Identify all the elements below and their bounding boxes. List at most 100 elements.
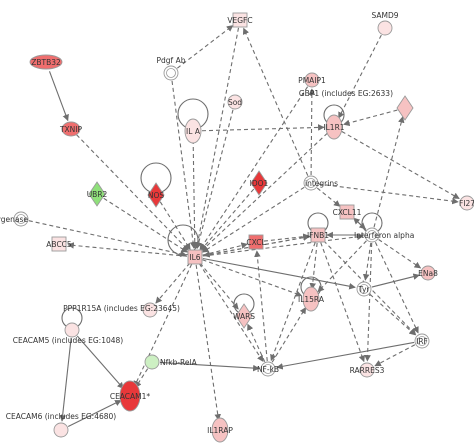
node-shape-il15ra <box>302 286 320 312</box>
edge-integrin-to-il6 <box>202 186 305 253</box>
edge-il6-to-tyr <box>202 257 356 290</box>
node-inner-ring-cycloox <box>16 214 26 224</box>
node-samd9[interactable]: SAMD9 <box>371 11 399 36</box>
edge-zbtb32-to-txnip <box>48 71 69 122</box>
edge-samd9-to-il1r1 <box>338 34 382 119</box>
node-integrin[interactable]: integrins <box>303 175 338 191</box>
edge-integrin-to-pmaip1 <box>308 88 316 176</box>
edge-ifnalpha-to-gbp1 <box>373 116 405 228</box>
node-inner-ring-tyr <box>359 284 369 294</box>
node-label-nos: NOS <box>148 191 165 200</box>
edge-irf-to-nfkb <box>276 341 415 370</box>
node-vegfc[interactable]: VEGFC <box>227 12 253 28</box>
node-rarres3[interactable]: RARRES3 <box>350 362 385 378</box>
node-irf[interactable]: IRF <box>414 333 430 349</box>
edge-il6-to-il1rap <box>195 264 221 421</box>
node-shape-il1r1 <box>325 114 343 140</box>
node-ila[interactable]: IL A <box>184 118 202 144</box>
self-loop-il6 <box>167 224 199 256</box>
node-label-sod: Sod <box>228 98 242 107</box>
edge-il6-to-ppp1r15a <box>155 262 191 304</box>
node-abcc5[interactable]: ABCC5 <box>46 236 72 252</box>
node-ppp1r15a[interactable]: PPP1R15A (includes EG:23645) <box>63 302 180 318</box>
edge-ifnalpha-to-il15ra <box>317 240 367 293</box>
edge-tyr-to-ena8 <box>371 273 420 288</box>
edge-nfkb-to-cxcl <box>254 250 268 362</box>
node-label-pmaip1: PMAIP1 <box>298 76 326 85</box>
node-ifnb1[interactable]: IFNB1 <box>307 227 329 243</box>
edge-il1r1-to-fi27 <box>341 130 460 200</box>
node-pdgfab[interactable]: Pdgf Ab <box>157 56 186 81</box>
edge-txnip-to-il6 <box>76 134 190 252</box>
edge-ila-to-il1r1 <box>201 124 325 132</box>
node-txnip[interactable]: TXNIP <box>59 121 83 137</box>
node-gbp1[interactable]: GBP1 (includes EG:2633) <box>299 89 414 121</box>
node-shape-vegfc <box>232 12 248 28</box>
node-sod[interactable]: Sod <box>227 94 243 110</box>
node-zbtb32[interactable]: ZBTB32 <box>29 54 63 70</box>
node-il15ra[interactable]: IL15RA <box>298 286 325 312</box>
edge-integrin-to-vegfc <box>242 27 309 176</box>
node-shape-txnip <box>61 121 81 137</box>
node-nfkb[interactable]: NF-kB <box>257 361 279 377</box>
node-il1r1[interactable]: IL1R1 <box>323 114 345 140</box>
node-shape-pmaip1 <box>304 72 320 88</box>
edge-ifnb1-to-il6 <box>203 235 311 258</box>
node-shape-fi27 <box>459 195 474 211</box>
node-ceacam5[interactable]: CEACAM5 (includes EG:1048) <box>13 322 124 345</box>
node-inner-ring-ifnalpha <box>367 230 377 240</box>
node-nfkbrela[interactable]: Nfkb-RelA <box>144 354 198 370</box>
edge-ceacam5-to-ceacam6 <box>59 337 72 422</box>
node-label-cxcl11: CXCL11 <box>333 208 362 217</box>
node-nos[interactable]: NOS <box>147 182 165 208</box>
edges-layer <box>28 25 460 427</box>
node-label-il6: IL6 <box>189 253 200 262</box>
edge-il6-to-ifnb1 <box>202 234 310 257</box>
node-ifnalpha[interactable]: Interferon alpha <box>354 227 414 243</box>
edge-ceacam5-to-ceacam1 <box>76 335 124 389</box>
node-ido1[interactable]: IDO1 <box>250 170 269 196</box>
node-shape-cxcl11 <box>339 204 355 220</box>
node-shape-ila <box>184 118 202 144</box>
edge-integrin-to-fi27 <box>318 183 459 205</box>
edge-il6-to-wars <box>199 262 239 310</box>
edge-cxcl-to-ifnb1 <box>263 233 310 242</box>
node-shape-il1rap <box>211 417 229 443</box>
node-label-ido1: IDO1 <box>250 179 269 188</box>
edge-ifnb1-to-nfkb <box>270 242 316 362</box>
node-cxcl11[interactable]: CXCL11 <box>333 204 362 220</box>
node-label-abcc5: ABCC5 <box>46 240 72 249</box>
node-ceacam6[interactable]: CEACAM6 (includes EG:4680) <box>6 412 117 438</box>
edge-ifnalpha-to-irf <box>374 242 419 334</box>
node-il1rap[interactable]: IL1RAP <box>207 417 233 443</box>
node-cycloox[interactable]: Cyclooxygenase <box>0 211 29 227</box>
node-ena8[interactable]: ENa8 <box>418 265 438 281</box>
edge-sod-to-il6 <box>195 109 234 249</box>
node-label-cxcl: CXCL <box>246 238 266 247</box>
edge-il6-to-ifnalpha <box>202 233 364 257</box>
node-pmaip1[interactable]: PMAIP1 <box>298 72 326 88</box>
edge-gbp1-to-il1r1 <box>343 109 398 127</box>
edge-pdgfab-to-vegfc <box>177 25 234 69</box>
node-shape-abcc5 <box>51 236 67 252</box>
node-shape-ceacam6 <box>53 422 69 438</box>
node-wars[interactable]: WARS <box>233 303 255 329</box>
edge-ifnalpha-to-ena8 <box>378 239 422 269</box>
edge-nfkbrela-to-nfkb <box>159 361 260 372</box>
edge-integrin-to-cxcl11 <box>316 187 341 207</box>
node-ceacam1[interactable]: CEACAM1* <box>110 380 151 412</box>
node-label-nfkbrela: Nfkb-RelA <box>160 358 198 367</box>
node-tyr[interactable]: Tyr <box>356 281 372 297</box>
edge-ifnb1-to-rarres3 <box>320 242 366 363</box>
node-label-tyr: Tyr <box>358 285 371 294</box>
node-ubr2[interactable]: UBR2 <box>87 181 108 207</box>
node-shape-ena8 <box>420 265 436 281</box>
edge-nfkb-to-wars <box>247 323 266 362</box>
edge-ceacam6-to-ceacam1 <box>67 399 122 427</box>
node-il6[interactable]: IL6 <box>187 249 203 265</box>
node-label-ubr2: UBR2 <box>87 190 108 199</box>
node-fi27[interactable]: FI27 <box>459 195 474 211</box>
edge-il6-to-nfkb <box>198 263 264 363</box>
edge-ifnb1-to-il15ra <box>309 242 318 290</box>
node-cxcl[interactable]: CXCL <box>246 234 266 250</box>
